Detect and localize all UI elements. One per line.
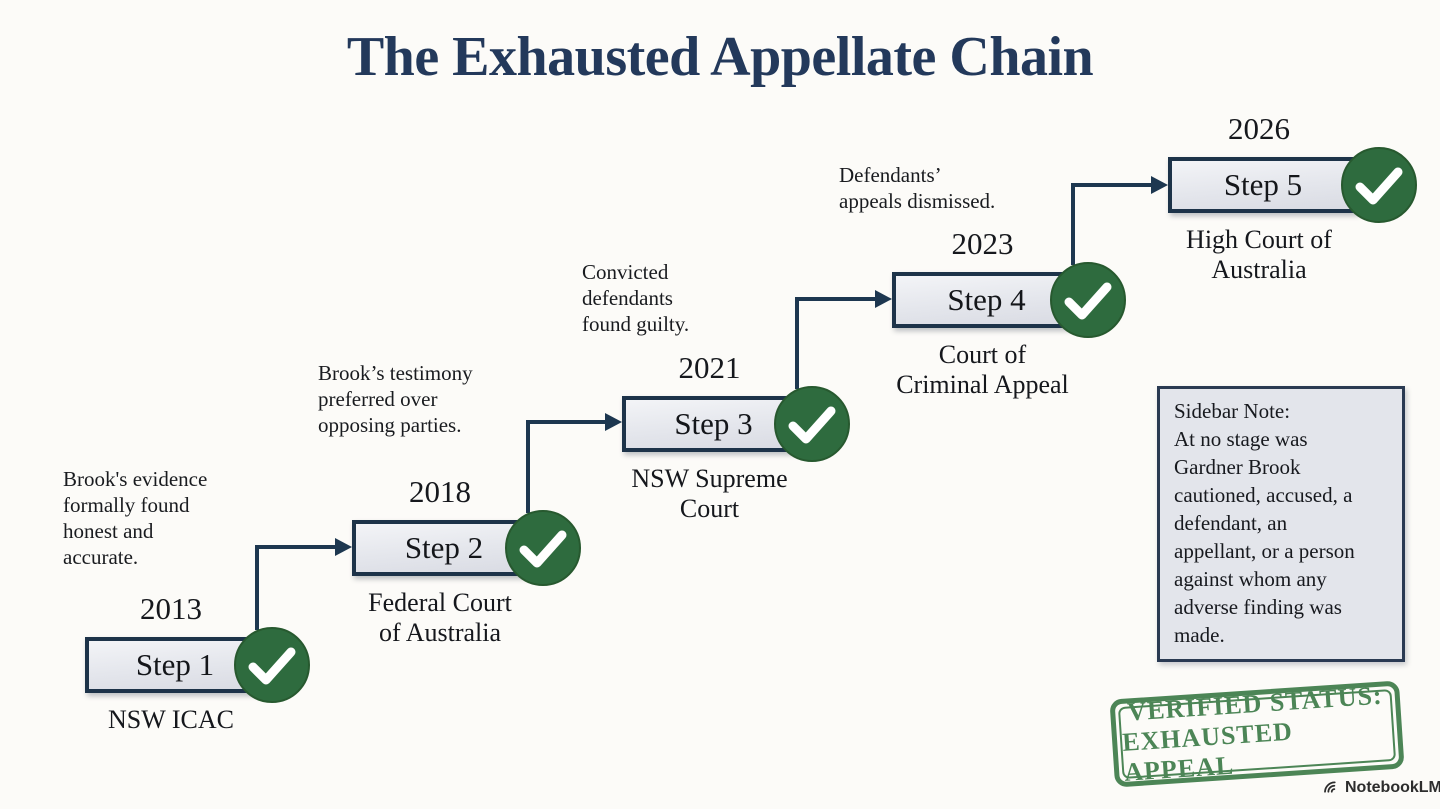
step-4-box: Step 4 — [892, 272, 1081, 328]
check-icon — [1049, 261, 1127, 339]
step-2-label: Step 2 — [404, 530, 484, 565]
check-icon — [773, 385, 851, 463]
sidebar-note: Sidebar Note: At no stage was Gardner Br… — [1157, 386, 1405, 662]
page-title: The Exhausted Appellate Chain — [346, 26, 1094, 88]
verified-status-stamp: VERIFIED STATUS: EXHAUSTED APPEAL — [1109, 680, 1405, 788]
step-2-court: Federal Court of Australia — [368, 588, 512, 647]
watermark-label: NotebookLM — [1345, 779, 1440, 796]
step-1-annotation: Brook's evidence formally found honest a… — [63, 467, 208, 569]
step-4-year: 2023 — [951, 226, 1014, 261]
sidebar-note-heading: Sidebar Note: — [1174, 399, 1291, 423]
stamp-inner-border: VERIFIED STATUS: EXHAUSTED APPEAL — [1117, 681, 1397, 787]
step-3-court: NSW Supreme Court — [631, 464, 788, 523]
step-5-box: Step 5 — [1168, 157, 1358, 213]
step-3-year: 2021 — [678, 350, 741, 385]
step-4-annotation: Defendants’ appeals dismissed. — [839, 163, 996, 213]
notebooklm-icon — [1322, 779, 1340, 797]
step-1-label: Step 1 — [135, 647, 215, 682]
check-icon — [233, 626, 311, 704]
notebooklm-watermark: NotebookLM — [1322, 779, 1440, 797]
check-icon — [1340, 146, 1418, 224]
step-1-court: NSW ICAC — [108, 705, 234, 734]
check-icon — [504, 509, 582, 587]
step-3-label: Step 3 — [674, 406, 753, 441]
step-3-annotation: Convicted defendants found guilty. — [582, 260, 690, 336]
step-4-label: Step 4 — [947, 282, 1026, 317]
step-5-label: Step 5 — [1223, 167, 1303, 202]
step-5-year: 2026 — [1228, 111, 1290, 146]
sidebar-note-body: At no stage was Gardner Brook cautioned,… — [1174, 427, 1355, 647]
step-2-annotation: Brook’s testimony preferred over opposin… — [318, 361, 473, 437]
step-4-court: Court of Criminal Appeal — [896, 340, 1069, 399]
step-2-year: 2018 — [409, 474, 471, 509]
step-5-court: High Court of Australia — [1186, 225, 1332, 284]
step-1-year: 2013 — [140, 591, 202, 626]
